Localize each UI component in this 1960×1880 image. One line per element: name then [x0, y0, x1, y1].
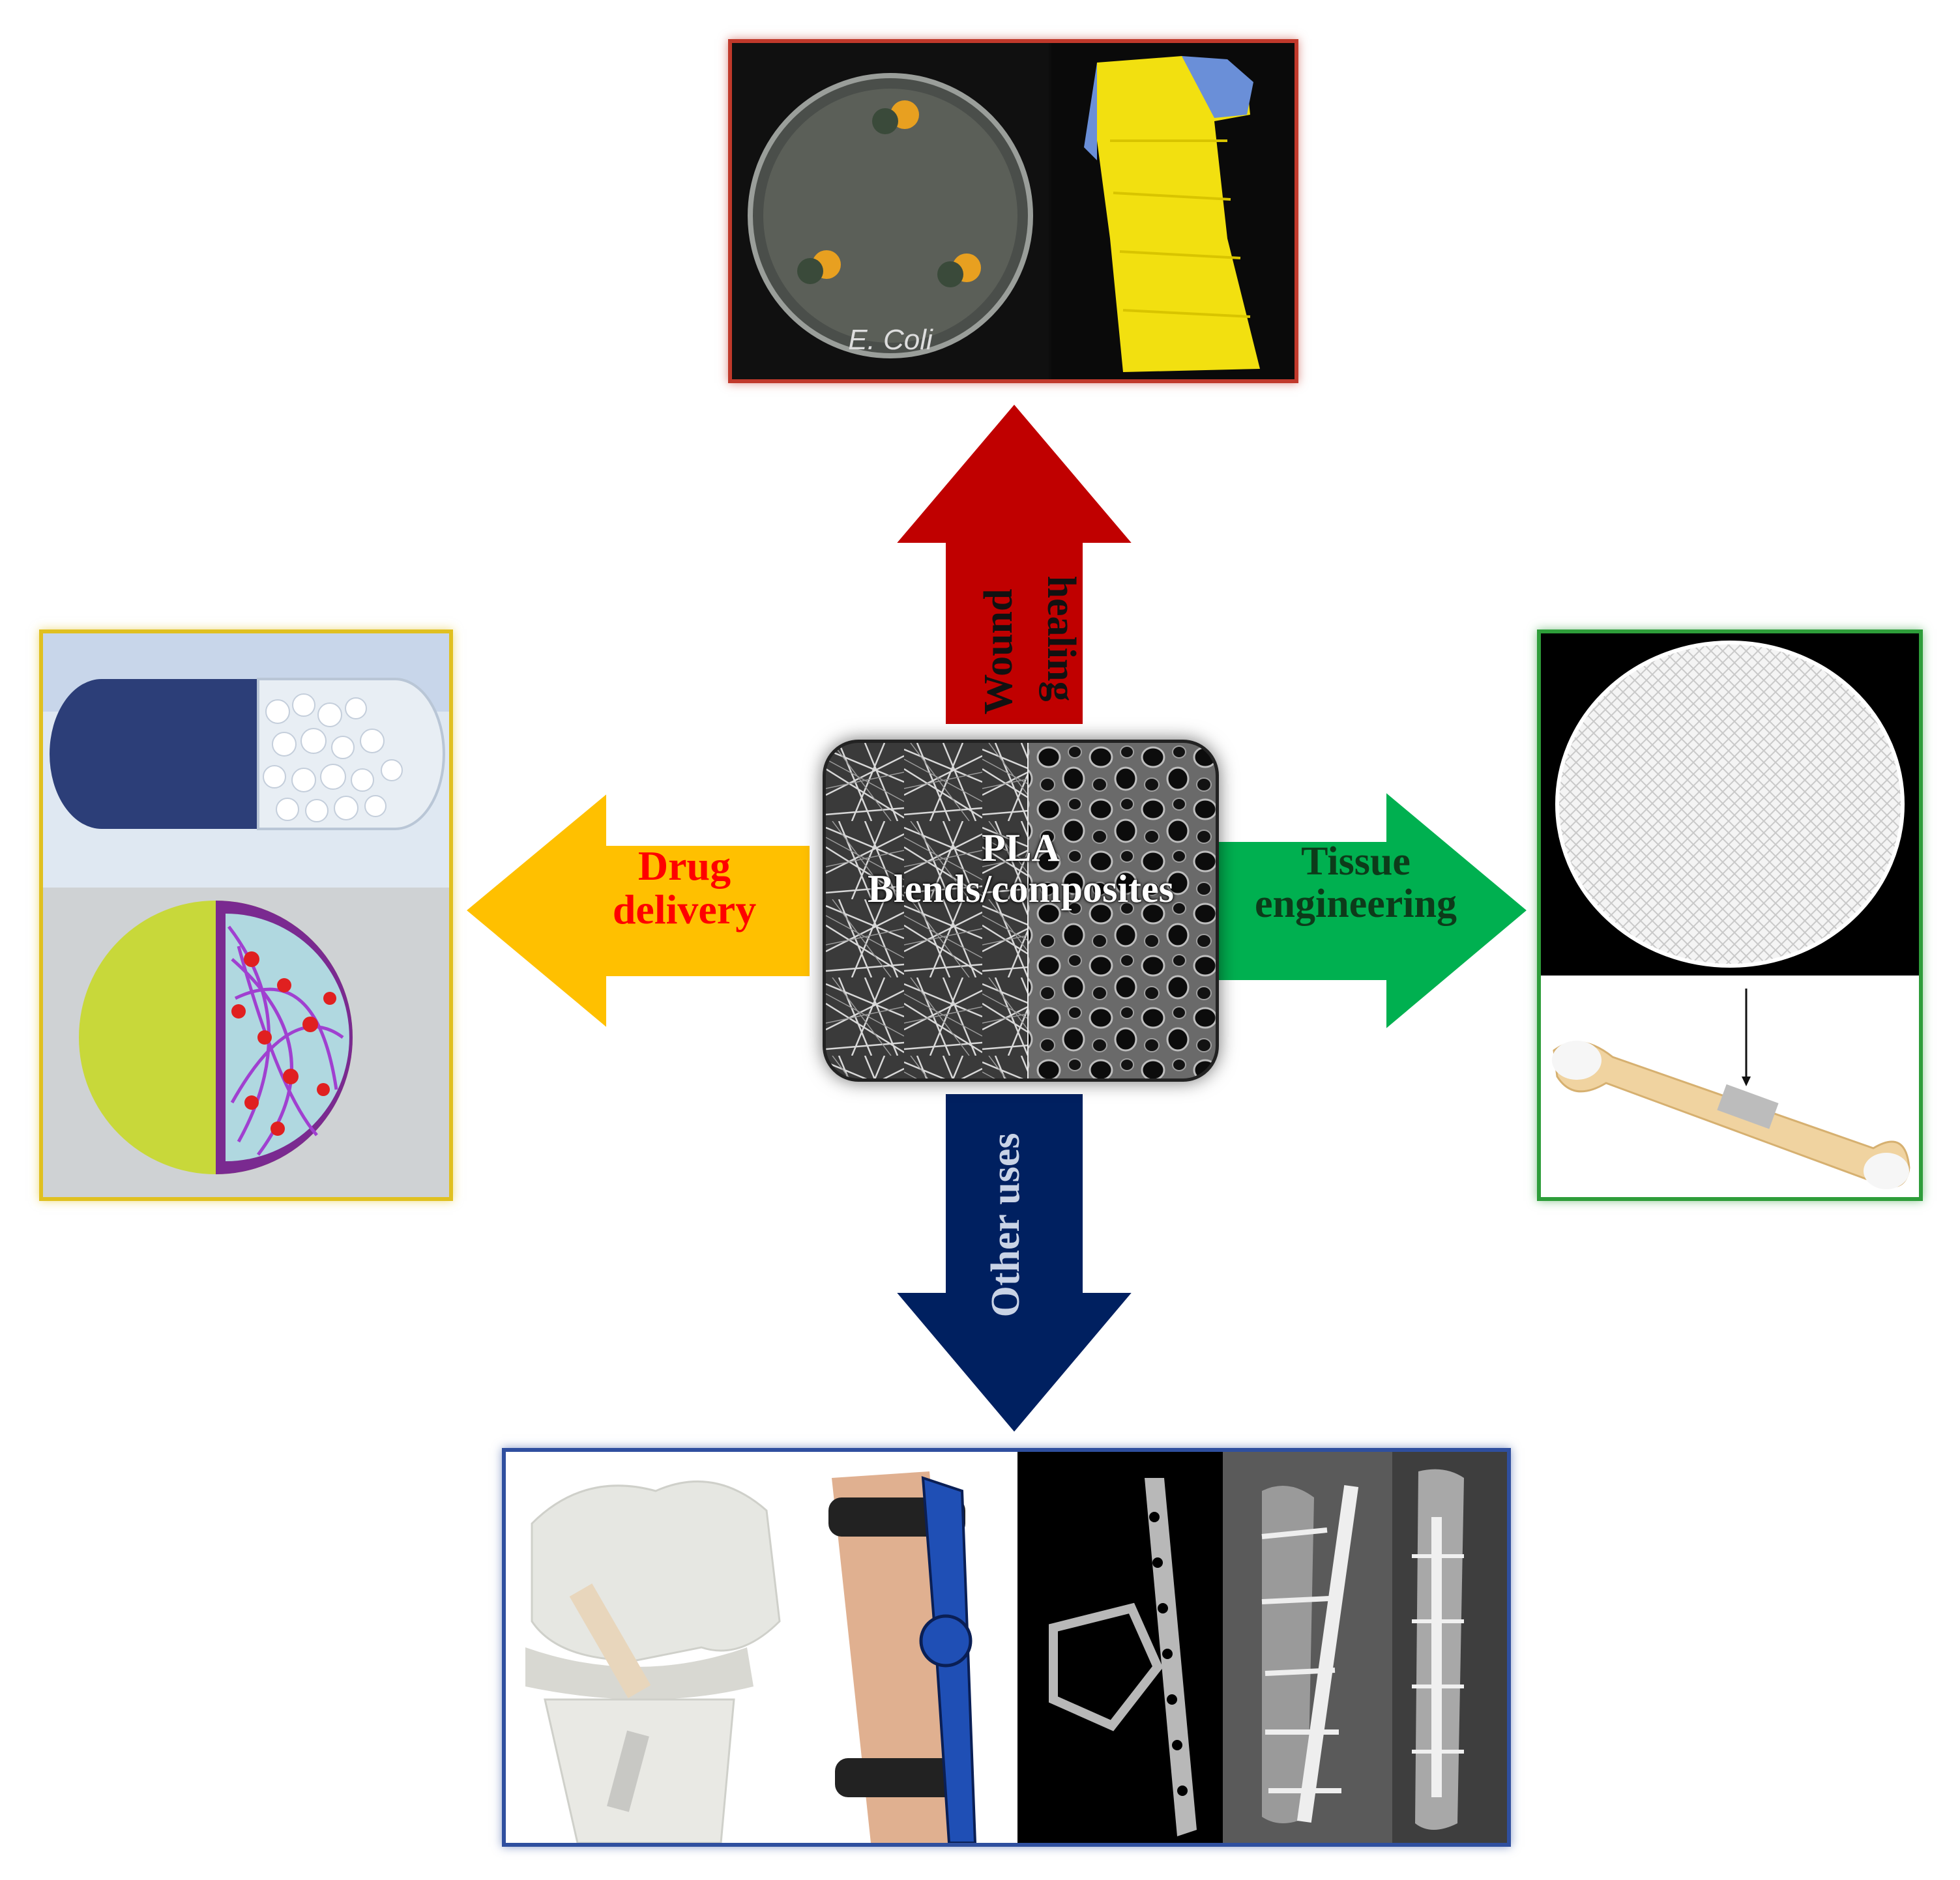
center-title-line2: Blends/composites — [867, 867, 1175, 910]
other-uses-text: Other uses — [984, 1133, 1028, 1318]
tissue-engineering-line2: engineering — [1255, 882, 1457, 927]
drug-delivery-label: Drug delivery — [587, 843, 782, 933]
tissue-engineering-label: Tissue engineering — [1219, 839, 1493, 927]
center-image — [823, 740, 1219, 1082]
petri-label: E. Coli — [848, 324, 933, 356]
wound-healing-arrow — [891, 400, 1137, 727]
wound-healing-panel: E. Coli — [728, 39, 1298, 383]
tissue-engineering-line1: Tissue — [1301, 839, 1411, 884]
sem-micrographs — [826, 743, 1216, 1078]
wound-healing-line2: healing — [1039, 575, 1083, 702]
other-uses-images — [506, 1452, 1507, 1843]
drug-delivery-line2: delivery — [612, 886, 757, 933]
center-title: PLA Blends/composites — [823, 828, 1219, 910]
drug-delivery-images — [43, 633, 449, 1197]
tissue-engineering-images — [1541, 633, 1919, 1197]
center-title-line1: PLA — [982, 826, 1060, 869]
wound-healing-label-2: healing — [1010, 499, 1083, 779]
drug-delivery-arrow — [462, 788, 812, 1033]
other-uses-label: Other uses — [984, 1062, 1044, 1388]
tissue-engineering-arrow — [1215, 787, 1531, 1034]
drug-delivery-line1: Drug — [637, 843, 731, 889]
other-uses-arrow — [891, 1092, 1137, 1436]
tissue-engineering-panel — [1537, 629, 1923, 1201]
other-uses-panel — [502, 1448, 1511, 1847]
drug-delivery-panel — [39, 629, 453, 1201]
wound-healing-images: E. Coli — [732, 43, 1294, 379]
